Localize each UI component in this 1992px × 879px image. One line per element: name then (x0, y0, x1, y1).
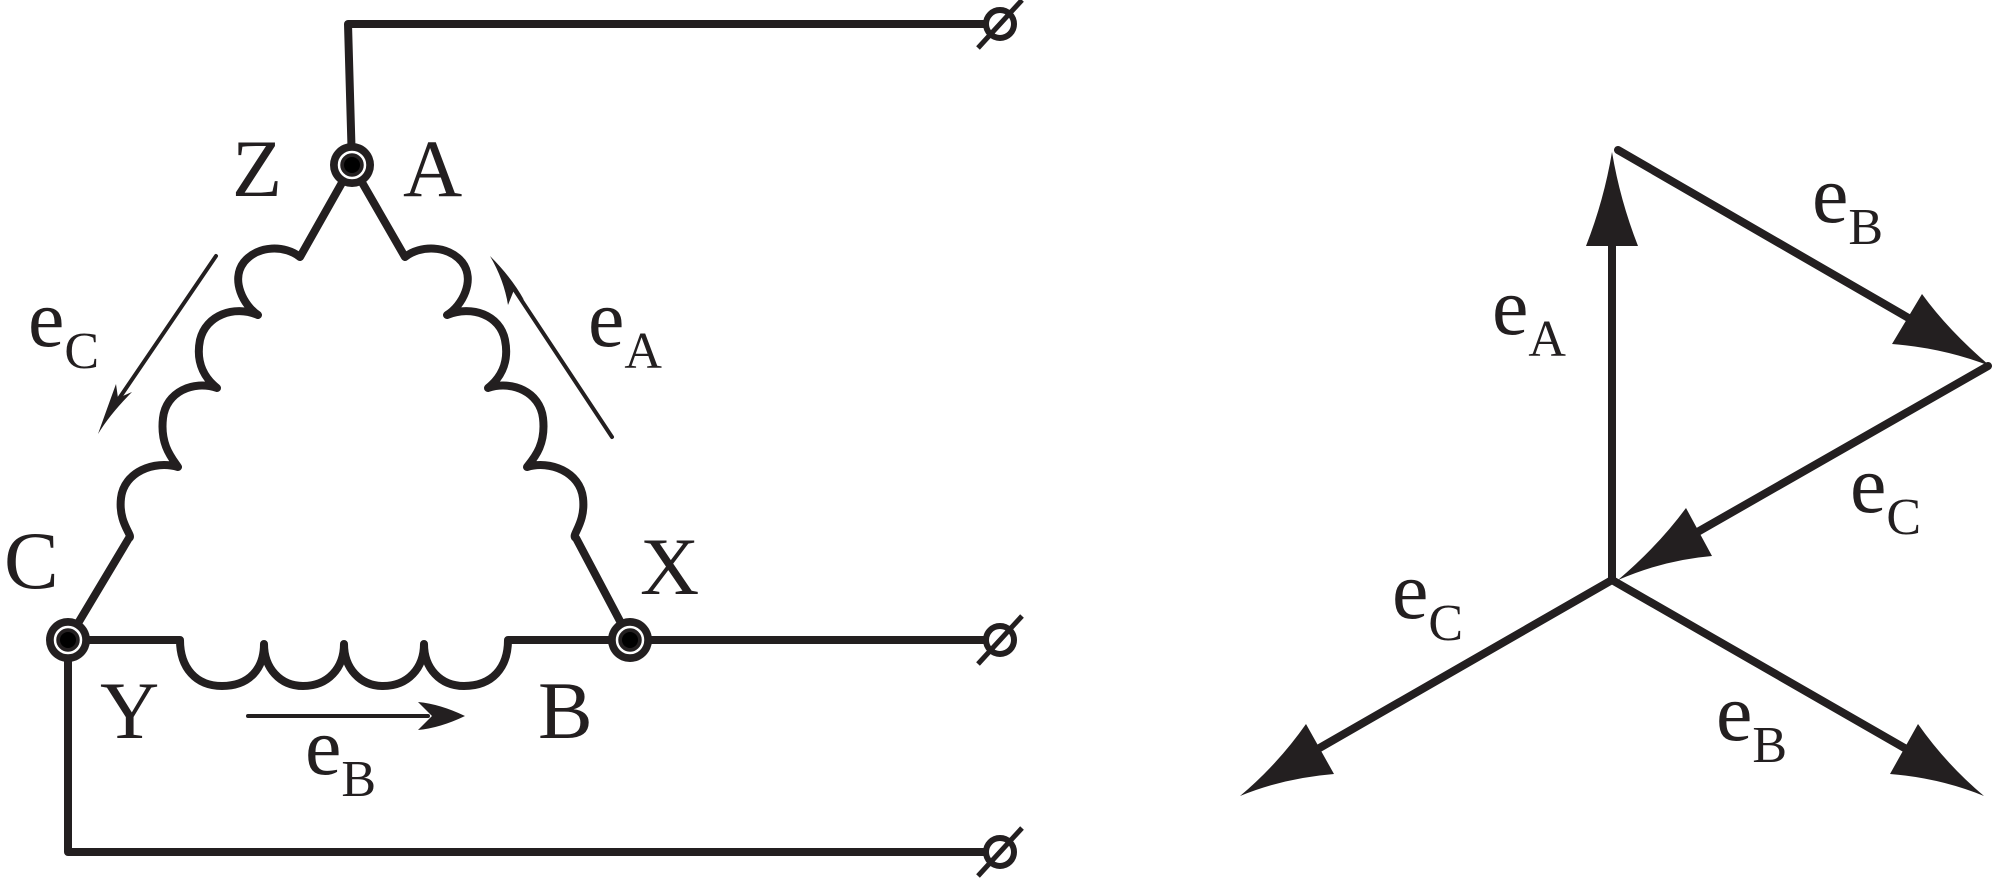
label-b: B (538, 665, 593, 756)
label-phasor-ec-star: eC (1392, 545, 1463, 652)
label-phasor-eb-polygon: eB (1812, 149, 1883, 256)
phasor-ec-star-arrow (1240, 576, 1616, 796)
label-a: A (403, 123, 462, 214)
node-c (46, 618, 90, 662)
label-emf-c: eC (28, 273, 99, 380)
phasor-diagram: eA eB eC eC eB (1240, 146, 1992, 796)
label-y: Y (100, 665, 159, 756)
terminal-a (976, 0, 1024, 50)
label-phasor-ec-polygon: eC (1850, 439, 1921, 546)
label-z: Z (232, 123, 282, 214)
label-c: C (4, 515, 59, 606)
line-a-wire (344, 20, 1004, 169)
emf-a-arrow (490, 256, 614, 439)
node-b (608, 618, 652, 662)
winding-b-coil (64, 636, 634, 690)
delta-circuit: Z A X C Y B eA eC eB (4, 0, 1024, 878)
label-emf-a: eA (588, 273, 662, 380)
label-emf-b: eB (305, 701, 376, 808)
winding-a-coil (348, 161, 634, 644)
phasor-eb-polygon-arrow (1614, 146, 1990, 366)
label-phasor-eb-star: eB (1716, 667, 1787, 774)
node-a (330, 143, 374, 187)
label-phasor-ea: eA (1492, 261, 1566, 368)
terminal-c (976, 826, 1024, 878)
emf-b-arrow (246, 702, 465, 730)
phasor-eb-star-arrow (1608, 576, 1984, 796)
line-c-wire (64, 636, 1004, 856)
terminal-b (976, 614, 1024, 666)
emf-c-arrow (98, 254, 218, 434)
phasor-ec-polygon-arrow (1618, 362, 1992, 580)
phasor-ea-arrow (1586, 152, 1638, 584)
label-x: X (640, 521, 699, 612)
winding-c-coil (64, 161, 356, 644)
